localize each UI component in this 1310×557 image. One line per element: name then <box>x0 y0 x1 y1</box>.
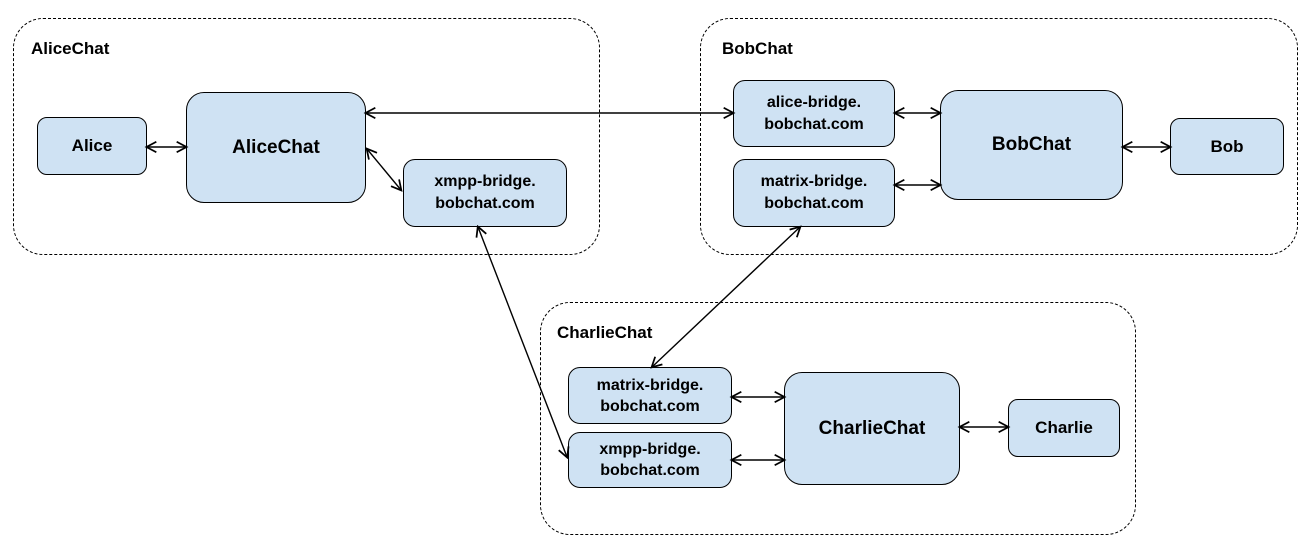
node-matrix-bridge-charliechat-line2: bobchat.com <box>600 397 700 415</box>
node-xmpp-bridge-charliechat: xmpp-bridge. bobchat.com <box>568 432 732 488</box>
node-alice-bridge-bobchat: alice-bridge. bobchat.com <box>733 80 895 147</box>
node-matrix-bridge-bobchat: matrix-bridge. bobchat.com <box>733 159 895 227</box>
node-alicechat-server-label: AliceChat <box>232 136 320 158</box>
cluster-charliechat-label: CharlieChat <box>557 323 653 342</box>
node-matrix-bridge-charliechat-line1: matrix-bridge. <box>596 376 704 394</box>
node-xmpp-bridge-alicechat-line1: xmpp-bridge. <box>434 173 536 190</box>
node-bobchat-server: BobChat <box>940 90 1123 200</box>
node-alice-label: Alice <box>71 136 113 155</box>
node-charlie: Charlie <box>1008 399 1120 457</box>
node-alice-bridge-bobchat-line1: alice-bridge. <box>766 93 862 111</box>
node-xmpp-bridge-charliechat-line1: xmpp-bridge. <box>599 441 701 458</box>
cluster-bobchat: BobChat <box>700 18 1298 255</box>
node-alicechat-server: AliceChat <box>186 92 366 203</box>
node-matrix-bridge-bobchat-line2: bobchat.com <box>764 195 864 212</box>
node-matrix-bridge-charliechat: matrix-bridge. bobchat.com <box>568 367 732 424</box>
node-bob: Bob <box>1170 118 1284 175</box>
node-matrix-bridge-bobchat-line1: matrix-bridge. <box>760 173 868 190</box>
node-xmpp-bridge-alicechat-line2: bobchat.com <box>435 195 535 212</box>
node-charliechat-server: CharlieChat <box>784 372 960 485</box>
node-bobchat-server-label: BobChat <box>991 134 1072 155</box>
node-charliechat-server-label: CharlieChat <box>818 417 926 439</box>
cluster-alicechat-label: AliceChat <box>31 39 110 58</box>
node-alice-bridge-bobchat-line2: bobchat.com <box>764 115 864 133</box>
cluster-alicechat: AliceChat <box>13 18 600 255</box>
node-alice: Alice <box>37 117 147 175</box>
node-xmpp-bridge-alicechat: xmpp-bridge. bobchat.com <box>403 159 567 227</box>
node-charlie-label: Charlie <box>1035 418 1093 437</box>
node-xmpp-bridge-charliechat-line2: bobchat.com <box>600 462 700 479</box>
node-bob-label: Bob <box>1210 136 1244 156</box>
cluster-bobchat-label: BobChat <box>722 39 793 58</box>
